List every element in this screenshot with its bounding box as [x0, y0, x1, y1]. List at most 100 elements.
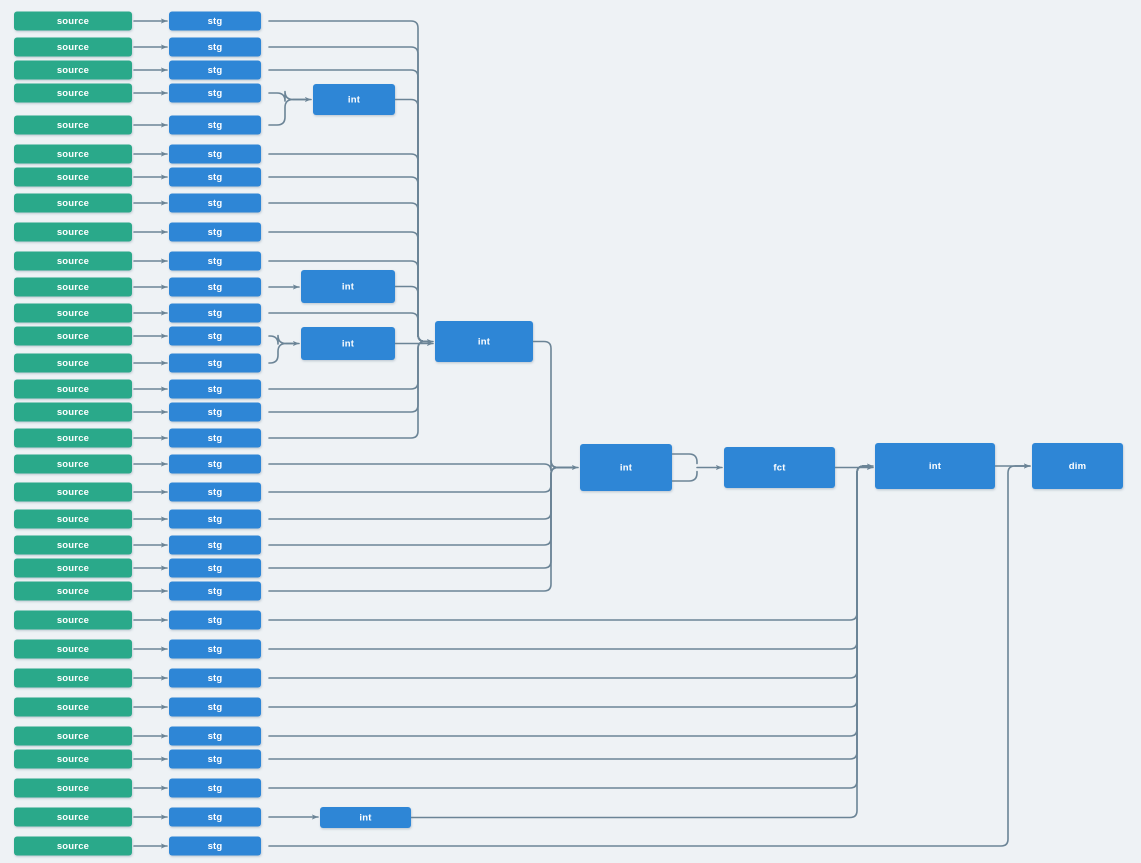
node-source-src31[interactable]: source	[14, 836, 132, 856]
node-body[interactable]	[14, 144, 132, 164]
nodes-layer[interactable]: source source source source source source sour…	[14, 11, 1123, 856]
node-body[interactable]	[169, 639, 261, 659]
node-body[interactable]	[14, 535, 132, 555]
node-stg-stg6[interactable]: stg	[169, 167, 261, 187]
node-stg-stg20[interactable]: stg	[169, 535, 261, 555]
node-body[interactable]	[14, 639, 132, 659]
node-stg-stg18[interactable]: stg	[169, 482, 261, 502]
node-stg-stg9[interactable]: stg	[169, 251, 261, 271]
node-body[interactable]	[169, 167, 261, 187]
node-body[interactable]	[14, 482, 132, 502]
node-body[interactable]	[14, 251, 132, 271]
node-stg-stg11[interactable]: stg	[169, 303, 261, 323]
node-body[interactable]	[14, 836, 132, 856]
node-stg-stg27[interactable]: stg	[169, 726, 261, 746]
node-int-int_c[interactable]: int	[301, 327, 395, 360]
node-body[interactable]	[14, 668, 132, 688]
node-stg-stg25[interactable]: stg	[169, 668, 261, 688]
node-body[interactable]	[169, 83, 261, 103]
node-body[interactable]	[169, 251, 261, 271]
node-source-src14[interactable]: source	[14, 379, 132, 399]
node-source-src12[interactable]: source	[14, 326, 132, 346]
node-body[interactable]	[169, 778, 261, 798]
node-body[interactable]	[313, 84, 395, 115]
node-body[interactable]	[14, 83, 132, 103]
node-stg-stg30[interactable]: stg	[169, 807, 261, 827]
node-body[interactable]	[169, 509, 261, 529]
node-stg-stg5[interactable]: stg	[169, 144, 261, 164]
node-body[interactable]	[169, 428, 261, 448]
node-body[interactable]	[14, 726, 132, 746]
node-body[interactable]	[169, 749, 261, 769]
node-body[interactable]	[169, 353, 261, 373]
node-body[interactable]	[14, 222, 132, 242]
node-source-src6[interactable]: source	[14, 167, 132, 187]
node-stg-stg4[interactable]: stg	[169, 115, 261, 135]
node-body[interactable]	[14, 37, 132, 57]
node-stg-stg8[interactable]: stg	[169, 222, 261, 242]
node-body[interactable]	[169, 668, 261, 688]
node-body[interactable]	[169, 115, 261, 135]
node-body[interactable]	[580, 444, 672, 491]
node-source-src24[interactable]: source	[14, 639, 132, 659]
node-body[interactable]	[169, 610, 261, 630]
node-int-int_d[interactable]: int	[435, 321, 533, 362]
node-body[interactable]	[14, 428, 132, 448]
node-body[interactable]	[14, 326, 132, 346]
node-source-src9[interactable]: source	[14, 251, 132, 271]
node-source-src26[interactable]: source	[14, 697, 132, 717]
node-body[interactable]	[169, 807, 261, 827]
node-source-src5[interactable]: source	[14, 144, 132, 164]
node-source-src18[interactable]: source	[14, 482, 132, 502]
node-body[interactable]	[169, 60, 261, 80]
node-int-int_b[interactable]: int	[301, 270, 395, 303]
node-body[interactable]	[14, 558, 132, 578]
node-body[interactable]	[169, 303, 261, 323]
node-stg-stg26[interactable]: stg	[169, 697, 261, 717]
node-body[interactable]	[320, 807, 411, 828]
node-body[interactable]	[14, 454, 132, 474]
node-body[interactable]	[169, 326, 261, 346]
node-body[interactable]	[1032, 443, 1123, 489]
node-body[interactable]	[14, 277, 132, 297]
node-source-src21[interactable]: source	[14, 558, 132, 578]
node-body[interactable]	[14, 402, 132, 422]
node-source-src16[interactable]: source	[14, 428, 132, 448]
node-body[interactable]	[14, 509, 132, 529]
node-body[interactable]	[14, 581, 132, 601]
node-stg-stg17[interactable]: stg	[169, 454, 261, 474]
node-stg-stg15[interactable]: stg	[169, 402, 261, 422]
node-source-src25[interactable]: source	[14, 668, 132, 688]
node-stg-stg7[interactable]: stg	[169, 193, 261, 213]
node-source-src1[interactable]: source	[14, 37, 132, 57]
node-int-int_a[interactable]: int	[313, 84, 395, 115]
node-body[interactable]	[169, 144, 261, 164]
node-source-src7[interactable]: source	[14, 193, 132, 213]
node-source-src28[interactable]: source	[14, 749, 132, 769]
node-fct-fct_a[interactable]: fct	[724, 447, 835, 488]
node-body[interactable]	[14, 807, 132, 827]
node-source-src11[interactable]: source	[14, 303, 132, 323]
node-stg-stg31[interactable]: stg	[169, 836, 261, 856]
node-stg-stg21[interactable]: stg	[169, 558, 261, 578]
node-stg-stg13[interactable]: stg	[169, 353, 261, 373]
node-source-src29[interactable]: source	[14, 778, 132, 798]
node-body[interactable]	[724, 447, 835, 488]
node-source-src23[interactable]: source	[14, 610, 132, 630]
node-body[interactable]	[169, 726, 261, 746]
node-body[interactable]	[14, 778, 132, 798]
node-source-src27[interactable]: source	[14, 726, 132, 746]
node-source-src20[interactable]: source	[14, 535, 132, 555]
node-source-src22[interactable]: source	[14, 581, 132, 601]
node-body[interactable]	[169, 222, 261, 242]
node-source-src0[interactable]: source	[14, 11, 132, 31]
node-body[interactable]	[14, 167, 132, 187]
node-stg-stg29[interactable]: stg	[169, 778, 261, 798]
node-stg-stg16[interactable]: stg	[169, 428, 261, 448]
node-body[interactable]	[14, 610, 132, 630]
node-body[interactable]	[169, 402, 261, 422]
node-stg-stg19[interactable]: stg	[169, 509, 261, 529]
node-body[interactable]	[169, 558, 261, 578]
